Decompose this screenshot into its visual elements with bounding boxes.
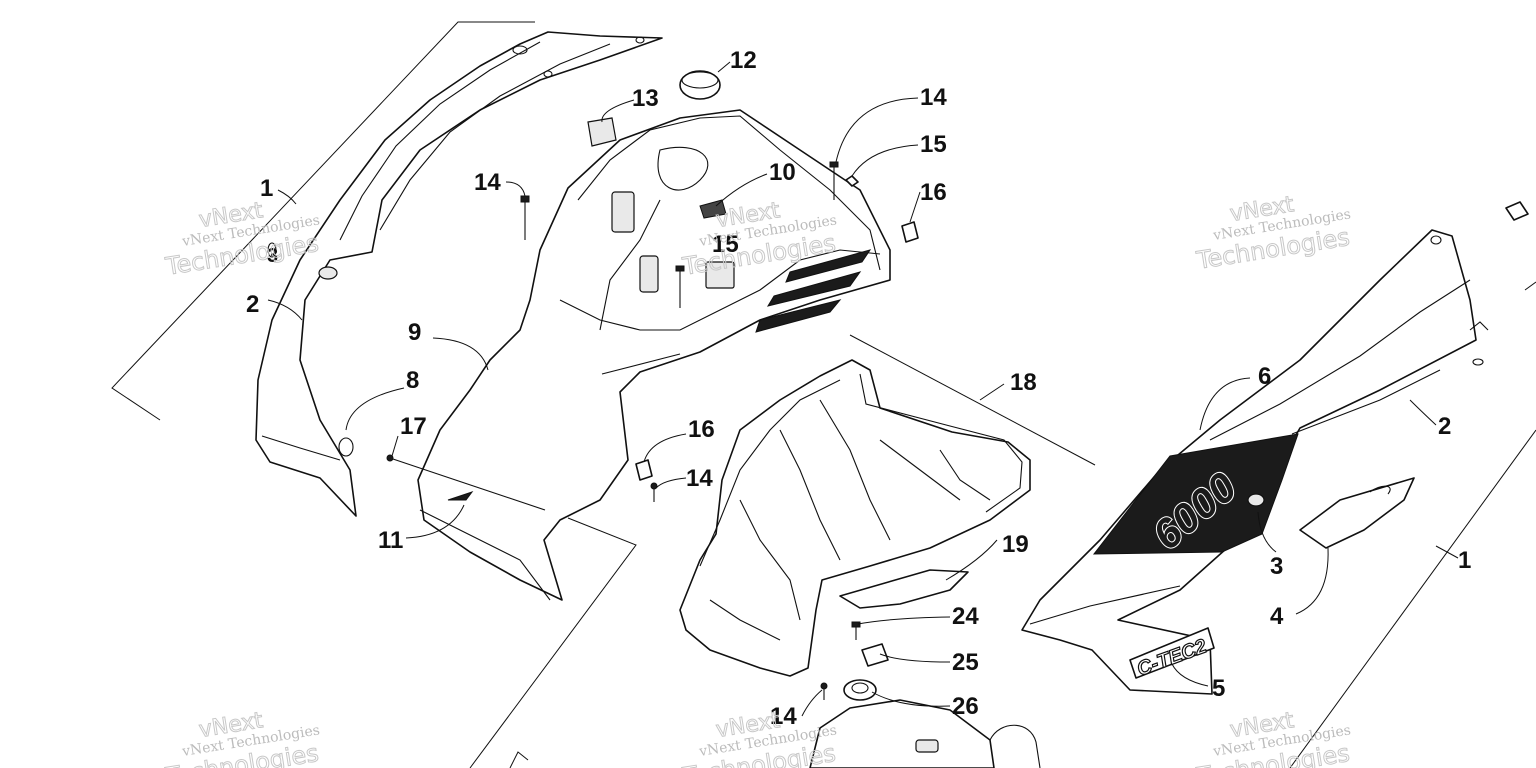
- watermark-bottom-right: vNext Technologies vNext Technologies: [1193, 708, 1352, 768]
- callout-14-a: 14: [474, 169, 501, 196]
- o-ring-8: [338, 437, 354, 457]
- lower-component: [809, 699, 1041, 768]
- callout-9: 9: [408, 319, 421, 346]
- cap-12: [679, 70, 721, 100]
- callout-24: 24: [952, 603, 979, 630]
- left-side-panel: [255, 31, 663, 517]
- callout-25: 25: [952, 649, 979, 676]
- callout-14-c: 14: [686, 465, 713, 492]
- callout-2-left: 2: [246, 291, 259, 318]
- under-tray: [679, 359, 1031, 677]
- foam-19: [839, 569, 969, 609]
- assembly-brackets: [111, 21, 1536, 768]
- callout-15-b: 15: [712, 231, 739, 258]
- insert-4: [1299, 477, 1415, 549]
- callout-12: 12: [730, 47, 757, 74]
- callout-14-d: 14: [770, 703, 797, 730]
- callout-13: 13: [632, 85, 659, 112]
- decal-13: [587, 117, 617, 147]
- callout-labels: 1 2 3 8 9 11 17 12 13 14 14 14 14 15 15 …: [246, 47, 1471, 730]
- callout-19: 19: [1002, 531, 1029, 558]
- watermark-bottom-left: vNext Technologies vNext Technologies: [162, 708, 321, 768]
- callout-3-right: 3: [1270, 553, 1283, 580]
- decal-10: [699, 199, 727, 219]
- watermark-top-right: vNext Technologies vNext Technologies: [1193, 192, 1352, 276]
- callout-1-right: 1: [1458, 547, 1471, 574]
- watermark-bottom-center: vNext Technologies vNext Technologies: [679, 708, 838, 768]
- callout-14-b: 14: [920, 84, 947, 111]
- callout-1-left: 1: [260, 175, 273, 202]
- callout-4: 4: [1270, 603, 1284, 630]
- emblem-11: [447, 491, 474, 501]
- front-hood: [417, 109, 891, 601]
- callout-16-b: 16: [688, 416, 715, 443]
- right-side-panel: [1021, 229, 1489, 695]
- callout-8: 8: [406, 367, 419, 394]
- callout-18: 18: [1010, 369, 1037, 396]
- grommet-26: [843, 679, 877, 701]
- latch-25: [861, 643, 889, 667]
- callout-3-left: 3: [267, 245, 278, 267]
- callout-11: 11: [378, 527, 403, 554]
- leader-lines: [267, 61, 1459, 717]
- callout-5: 5: [1212, 675, 1225, 702]
- callout-16-a: 16: [920, 179, 947, 206]
- callout-6: 6: [1258, 363, 1271, 390]
- callout-2-right: 2: [1438, 413, 1451, 440]
- callout-10: 10: [769, 159, 796, 186]
- callout-17: 17: [400, 413, 427, 440]
- callout-26: 26: [952, 693, 979, 720]
- callout-15-a: 15: [920, 131, 947, 158]
- fasteners: [386, 161, 1529, 700]
